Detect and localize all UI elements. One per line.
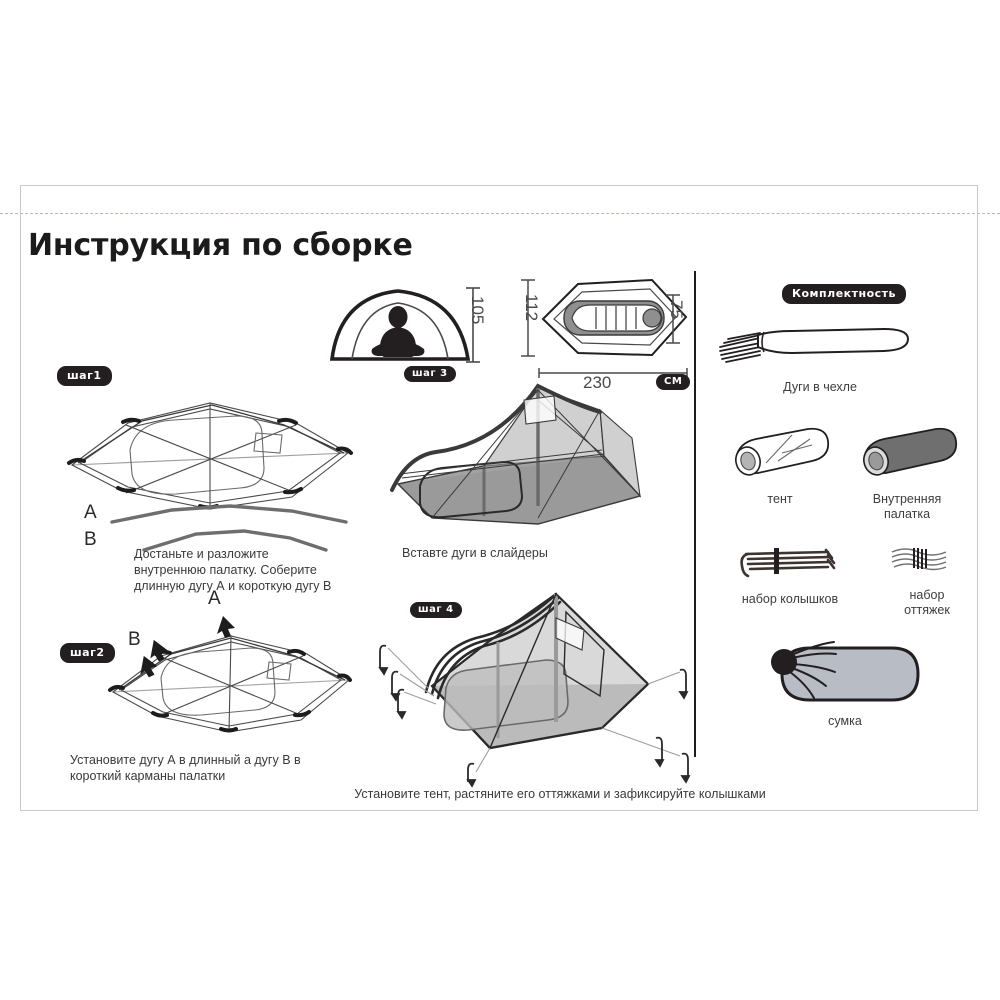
step-2-badge: шаг2: [60, 643, 115, 663]
step-2-arrow-a-letter: A: [208, 588, 221, 609]
step-2-illustration: [105, 610, 355, 740]
dimension-width-front-label: 112: [522, 294, 541, 322]
section-divider: [694, 271, 696, 757]
step-1-caption: Достаньте и разложите внутреннюю палатку…: [134, 547, 332, 593]
part-inner-tent-illustration: [854, 425, 960, 485]
step-4-badge: шаг 4: [410, 602, 462, 618]
parts-header-badge: Комплектность: [782, 284, 907, 304]
part-pegs-illustration: [740, 540, 836, 582]
step-3-badge: шаг 3: [404, 366, 456, 382]
part-stuff-sack-label: сумка: [828, 714, 862, 728]
part-stuff-sack-illustration: [762, 640, 922, 710]
page-title: Инструкция по сборке: [28, 228, 413, 263]
step-3-illustration: [388, 378, 658, 538]
step-4-illustration: [378, 588, 710, 788]
pole-b-letter: B: [84, 529, 97, 550]
unit-badge: СМ: [656, 374, 691, 390]
dimension-height-label: 105: [468, 296, 487, 325]
tent-top-view: [540, 275, 690, 361]
step-3-caption: Вставте дуги в слайдеры: [402, 546, 548, 560]
pole-b-shape: [140, 524, 330, 558]
dimension-width-front-marker: [519, 278, 537, 358]
part-poles-in-sleeve-illustration: [718, 325, 912, 367]
step-1-badge: шаг1: [57, 366, 112, 386]
part-pegs-label: набор колышков: [741, 592, 839, 606]
step-2-caption: Установите дугу А в длинный а дугу В в к…: [70, 753, 301, 783]
fold-dashed-line: [0, 213, 1000, 214]
part-guylines-label: набор оттяжек: [904, 588, 950, 617]
part-inner-tent-label: Внутренняя палатка: [872, 492, 942, 521]
step-1-illustration: [60, 375, 360, 515]
part-rainfly-illustration: [726, 425, 832, 485]
step-4-caption: Установите тент, растяните его оттяжками…: [354, 787, 766, 801]
part-poles-in-sleeve-label: Дуги в чехле: [783, 380, 857, 394]
pole-a-shape: [110, 498, 350, 532]
tent-profile-with-person: [328, 283, 473, 365]
pole-a-letter: A: [84, 502, 97, 523]
step-2-arrow-b-letter: B: [128, 629, 141, 650]
dimension-length-label: 230: [583, 373, 612, 392]
dimension-width-rear-marker: [664, 293, 682, 345]
part-guylines-illustration: [888, 544, 950, 574]
dimension-width-rear-label: 75: [667, 300, 686, 319]
dimension-height-marker: [464, 286, 482, 364]
part-rainfly-label: тент: [767, 492, 793, 506]
